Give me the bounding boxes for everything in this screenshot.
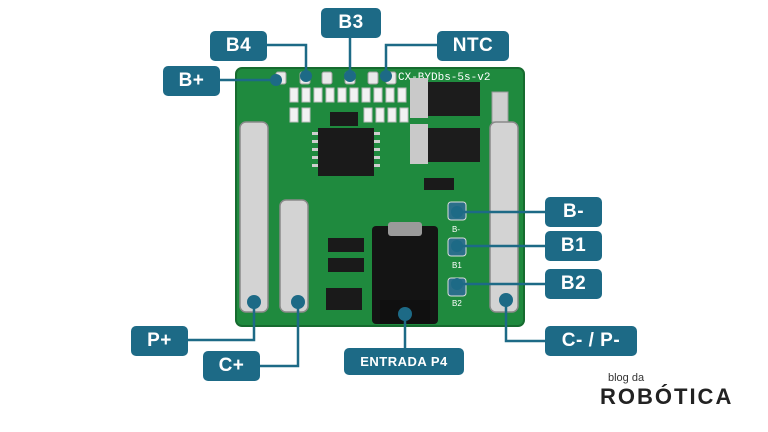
leader-dots [247, 70, 513, 321]
label-b4: B4 [210, 31, 267, 61]
label-b2: B2 [545, 269, 602, 299]
brand-top-text: blog da [608, 372, 645, 384]
pad-b-minus-text: B- [452, 225, 460, 234]
label-b-minus: B- [545, 197, 602, 227]
label-ntc: NTC [437, 31, 509, 61]
label-c-plus: C+ [203, 351, 260, 381]
label-b3: B3 [321, 8, 381, 38]
brand-main-text: ROBÓTICA [600, 384, 734, 409]
brand-logo: blog da ROBÓTICA [600, 372, 734, 412]
clip-left [239, 121, 309, 313]
label-c-minus-p-minus: C- / P- [545, 326, 637, 356]
pad-b2-text: B2 [452, 299, 462, 308]
mosfets [410, 78, 480, 164]
label-b1: B1 [545, 231, 602, 261]
label-b-plus: B+ [163, 66, 220, 96]
smd-components [289, 87, 409, 123]
label-p-plus: P+ [131, 326, 188, 356]
clip-right [489, 121, 519, 313]
main-ic [318, 128, 374, 176]
label-entrada-p4: ENTRADA P4 [344, 348, 464, 375]
leader-lines [188, 37, 545, 368]
pad-b1-text: B1 [452, 261, 462, 270]
